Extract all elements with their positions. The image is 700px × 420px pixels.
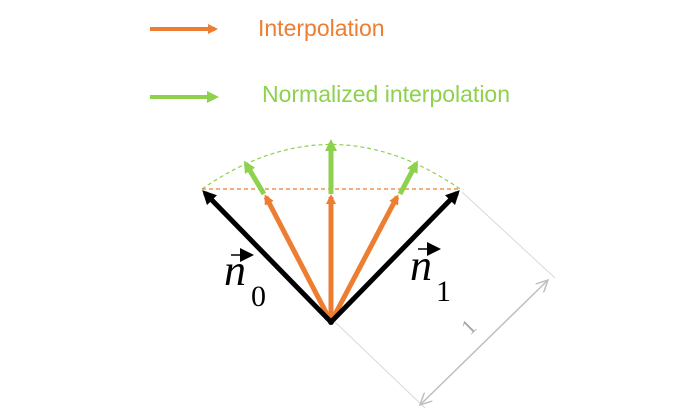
interpolated-vector-left — [263, 194, 334, 324]
label-n1: n 1 — [410, 241, 451, 308]
basis-vectors — [202, 190, 460, 324]
unit-arc — [201, 143, 461, 190]
legend: Interpolation Normalized interpolation — [150, 15, 510, 107]
normalized-vectors — [243, 139, 419, 196]
legend-label-normalized-interpolation: Normalized interpolation — [262, 81, 510, 107]
vector-n0 — [202, 190, 333, 324]
vector-n1 — [329, 190, 460, 324]
label-n1-letter: n — [410, 241, 432, 290]
normalized-vector-left — [243, 160, 267, 196]
extension-line-right — [461, 191, 556, 279]
origin-point — [328, 319, 334, 325]
label-n0-letter: n — [224, 246, 246, 295]
interpolated-vectors — [263, 194, 400, 324]
label-n1-subscript: 1 — [436, 275, 451, 308]
legend-item-normalized-interpolation: Normalized interpolation — [150, 81, 510, 107]
legend-label-interpolation: Interpolation — [258, 15, 385, 41]
dimension-label: 1 — [456, 314, 481, 339]
extension-line-bottom — [334, 321, 426, 409]
label-n0: n 0 — [224, 246, 266, 313]
normalized-vector-right — [397, 160, 419, 196]
label-n0-subscript: 0 — [251, 280, 266, 313]
legend-item-interpolation: Interpolation — [150, 15, 385, 41]
dimension-arrow — [420, 280, 548, 405]
interpolated-vector-right — [328, 194, 400, 324]
